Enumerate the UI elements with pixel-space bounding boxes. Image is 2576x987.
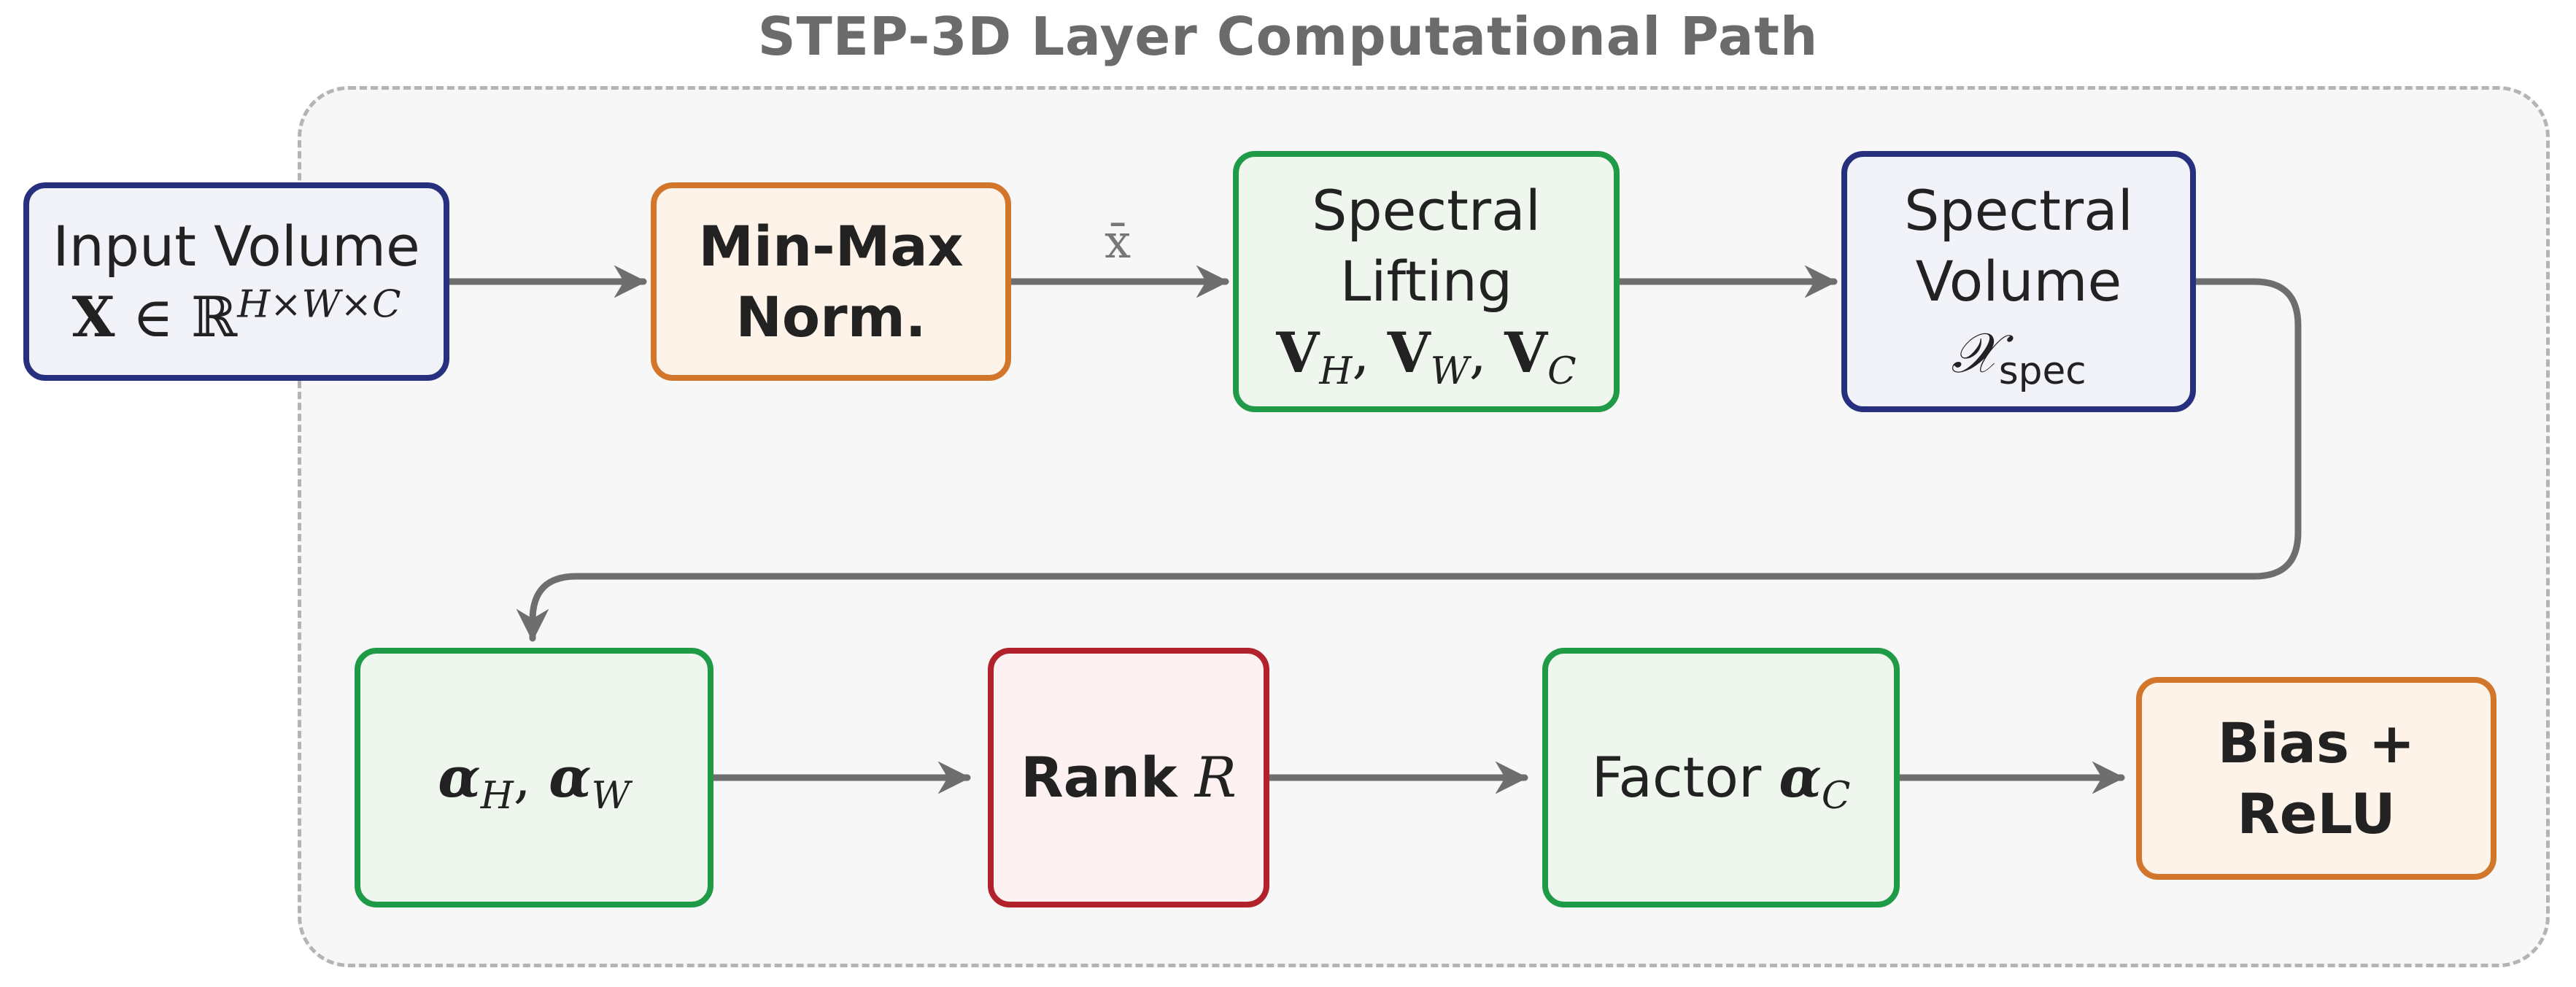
bias-relu-line2: ReLU: [2237, 781, 2396, 846]
factor-node: Factor αC: [1542, 648, 1900, 907]
diagram-title: STEP-3D Layer Computational Path: [757, 6, 1819, 67]
input-volume-formula: X ∈ ℝH×W×C: [71, 282, 401, 349]
rank-formula: Rank R: [1021, 745, 1237, 810]
alpha-hw-node: αH, αW: [355, 648, 713, 907]
factor-formula: Factor αC: [1591, 745, 1851, 818]
bias-relu-node: Bias + ReLU: [2136, 677, 2496, 880]
spectral-lifting-node: Spectral Lifting VH, VW, VC: [1233, 151, 1620, 412]
spectral-volume-formula: 𝒳spec: [1951, 320, 2086, 393]
spectral-volume-line2: Volume: [1915, 249, 2122, 314]
input-volume-node: Input Volume X ∈ ℝH×W×C: [23, 182, 449, 381]
bias-relu-line1: Bias +: [2217, 710, 2416, 775]
spectral-volume-node: Spectral Volume 𝒳spec: [1841, 151, 2196, 412]
normalized-input-label: x̄: [1100, 215, 1136, 269]
min-max-norm-node: Min-Max Norm.: [651, 182, 1011, 381]
rank-node: Rank R: [988, 648, 1269, 907]
arrow-volume-to-alpha: [516, 278, 2302, 642]
spectral-lifting-line1: Spectral: [1312, 178, 1541, 244]
alpha-hw-formula: αH, αW: [438, 745, 630, 818]
input-volume-title: Input Volume: [53, 213, 420, 279]
min-max-norm-line2: Norm.: [735, 285, 927, 349]
spectral-volume-line1: Spectral: [1904, 178, 2133, 244]
min-max-norm-line1: Min-Max: [698, 213, 964, 279]
spectral-lifting-formula: VH, VW, VC: [1276, 320, 1577, 393]
spectral-lifting-line2: Lifting: [1339, 249, 1513, 314]
